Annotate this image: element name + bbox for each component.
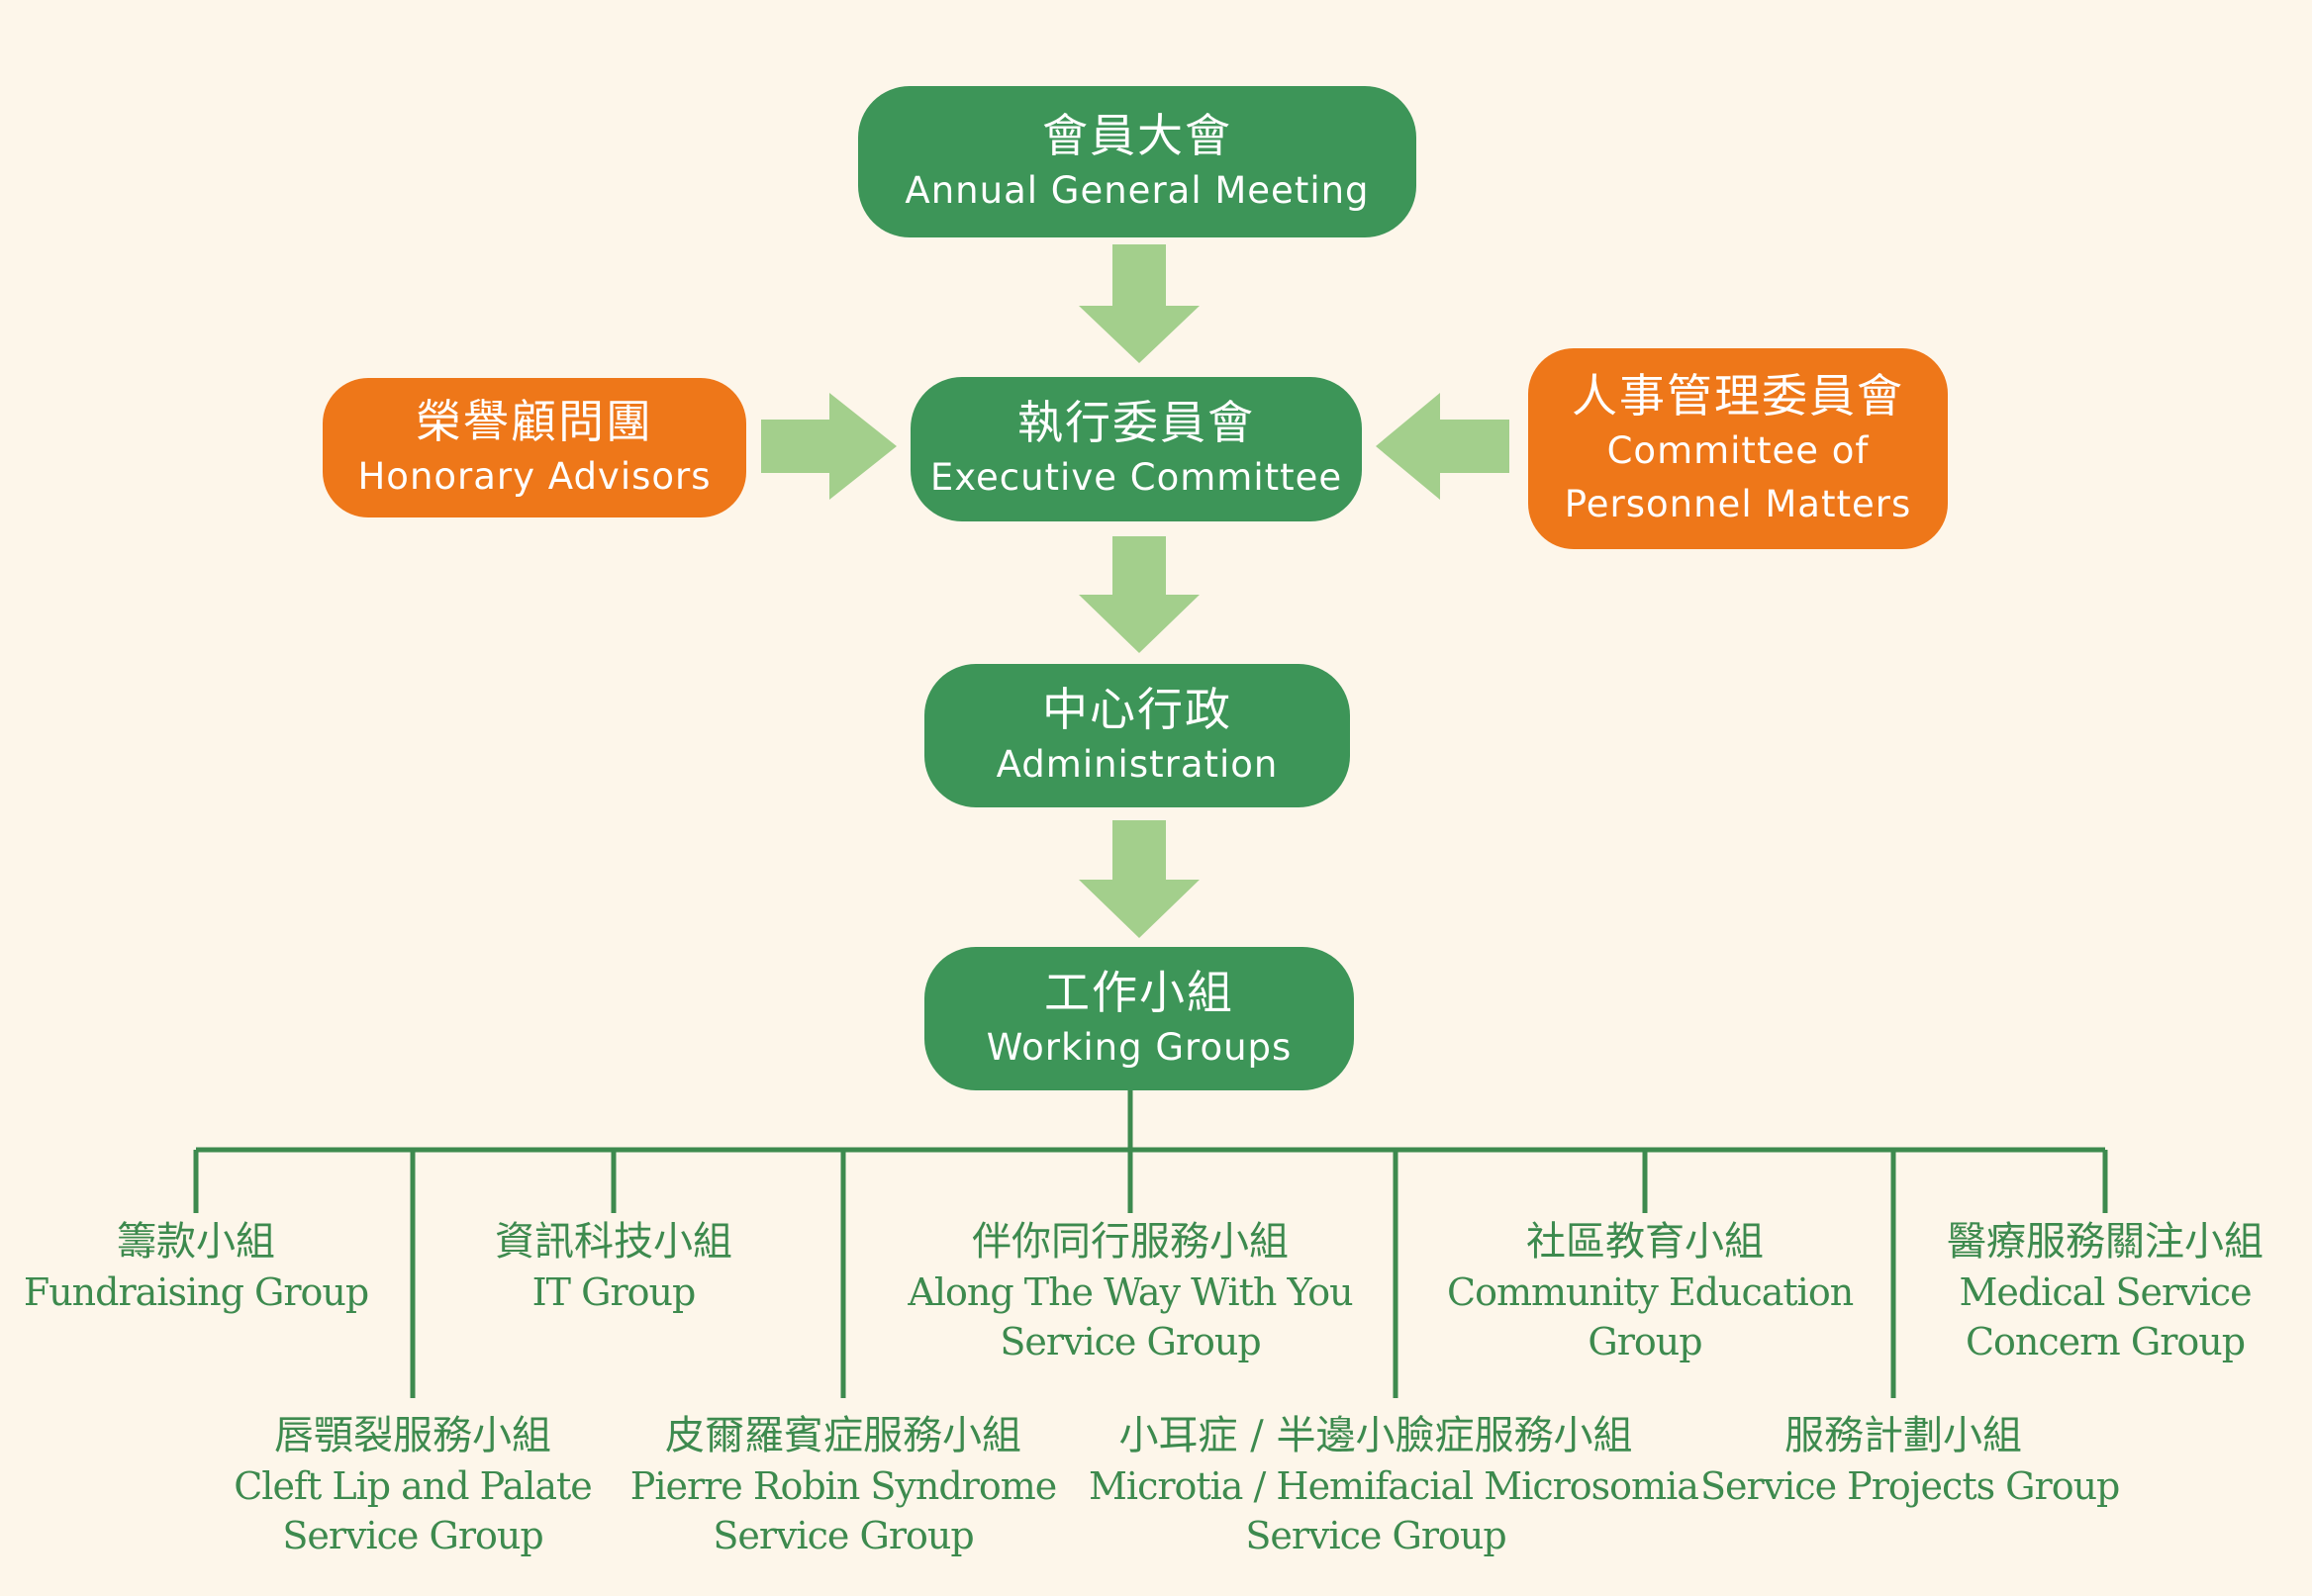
group-zh-label: 醫療服務關注小組	[1947, 1219, 2264, 1265]
node-committee-of-personnel-matters: 人事管理委員會 Committee of Personnel Matters	[1528, 348, 1948, 549]
group-zh-label: 資訊科技小組	[495, 1219, 732, 1265]
group-zh-label: 唇顎裂服務小組	[274, 1413, 551, 1458]
node-en-label-line1: Committee of	[1606, 428, 1870, 472]
group-en-label-line2: Group	[1588, 1320, 1702, 1363]
group-en-label-line1: Medical Service	[1959, 1270, 2252, 1314]
group-pierre-robin: 皮爾羅賓症服務小組 Pierre Robin Syndrome Service …	[616, 1410, 1071, 1560]
group-zh-label: 籌款小組	[117, 1219, 275, 1265]
arrow-honorary-to-executive	[761, 393, 897, 500]
group-service-projects: 服務計劃小組 Service Projects Group	[1700, 1410, 2120, 1511]
node-en-label: Honorary Advisors	[357, 454, 712, 498]
group-en-label-line1: Along The Way With You	[908, 1270, 1353, 1314]
node-en-label: Working Groups	[986, 1025, 1293, 1069]
arrow-personnel-to-executive	[1376, 393, 1509, 500]
node-en-label-line2: Personnel Matters	[1564, 482, 1912, 525]
node-zh-label: 中心行政	[1042, 682, 1232, 736]
group-zh-label: 社區教育小組	[1526, 1219, 1764, 1265]
node-en-label: Administration	[996, 742, 1279, 786]
group-en-label-line2: Service Group	[713, 1514, 974, 1557]
node-zh-label: 人事管理委員會	[1572, 368, 1904, 422]
group-en-label-line2: Service Group	[1245, 1514, 1506, 1557]
arrow-agm-to-executive	[1079, 244, 1200, 363]
group-en-label-line1: Microtia / Hemifacial Microsomia	[1089, 1464, 1699, 1508]
group-zh-label: 服務計劃小組	[1784, 1413, 2022, 1458]
group-en-label-line1: Community Education	[1447, 1270, 1854, 1314]
group-en-label-line1: Fundraising Group	[23, 1270, 369, 1314]
group-en-label-line1: IT Group	[531, 1270, 697, 1314]
node-en-label: Executive Committee	[929, 456, 1343, 499]
node-annual-general-meeting: 會員大會 Annual General Meeting	[858, 86, 1416, 237]
group-community-education: 社區教育小組 Community Education Group	[1447, 1216, 1854, 1366]
group-en-label-line2: Service Group	[1000, 1320, 1261, 1363]
node-honorary-advisors: 榮譽顧問團 Honorary Advisors	[323, 378, 746, 517]
group-fundraising: 籌款小組 Fundraising Group	[18, 1216, 374, 1317]
node-executive-committee: 執行委員會 Executive Committee	[911, 377, 1362, 521]
node-zh-label: 工作小組	[1044, 965, 1234, 1019]
group-zh-label: 小耳症 / 半邊小臉症服務小組	[1118, 1413, 1633, 1458]
node-working-groups: 工作小組 Working Groups	[924, 947, 1354, 1090]
group-microtia: 小耳症 / 半邊小臉症服務小組 Microtia / Hemifacial Mi…	[1089, 1410, 1699, 1560]
group-zh-label: 皮爾羅賓症服務小組	[665, 1413, 1021, 1458]
group-en-label-line1: Service Projects Group	[1700, 1464, 2120, 1508]
node-en-label: Annual General Meeting	[905, 168, 1370, 212]
group-along-the-way: 伴你同行服務小組 Along The Way With You Service …	[898, 1216, 1363, 1366]
arrow-executive-to-administration	[1079, 536, 1200, 653]
arrow-administration-to-working-groups	[1079, 820, 1200, 938]
group-en-label-line1: Pierre Robin Syndrome	[629, 1464, 1058, 1508]
group-cleft-lip-palate: 唇顎裂服務小組 Cleft Lip and Palate Service Gro…	[215, 1410, 611, 1560]
node-zh-label: 執行委員會	[1017, 396, 1255, 449]
node-administration: 中心行政 Administration	[924, 664, 1350, 807]
group-en-label-line2: Service Group	[282, 1514, 543, 1557]
node-zh-label: 榮譽顧問團	[416, 394, 653, 448]
group-it: 資訊科技小組 IT Group	[435, 1216, 792, 1317]
node-zh-label: 會員大會	[1042, 108, 1232, 162]
group-en-label-line1: Cleft Lip and Palate	[234, 1464, 593, 1508]
group-en-label-line2: Concern Group	[1965, 1320, 2246, 1363]
group-medical-service: 醫療服務關注小組 Medical Service Concern Group	[1927, 1216, 2283, 1366]
group-zh-label: 伴你同行服務小組	[972, 1219, 1289, 1265]
